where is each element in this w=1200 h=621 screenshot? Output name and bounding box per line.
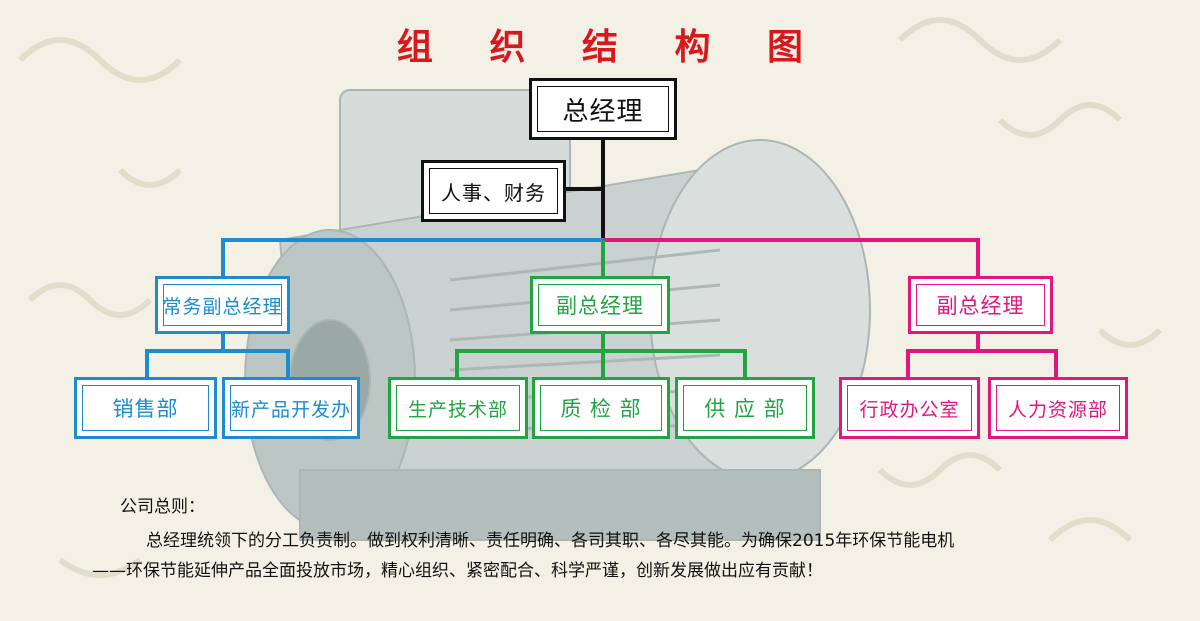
connector-blue-down: [221, 238, 225, 278]
connector-blue-newproduct: [286, 349, 290, 377]
node-production-tech: 生产技术部: [388, 377, 528, 439]
node-supply: 供 应 部: [675, 377, 815, 439]
connector-green-sub-trunk: [601, 333, 605, 351]
connector-green-down: [601, 240, 605, 278]
connector-blue-horizontal: [221, 238, 603, 242]
node-new-product-label: 新产品开发办: [230, 398, 351, 421]
node-vp-center: 副总经理: [530, 276, 670, 334]
connector-blue-sub-horizontal: [145, 349, 290, 353]
connector-green-production: [455, 349, 459, 377]
connector-blue-sub-trunk: [221, 333, 225, 351]
node-vp-executive-label: 常务副总经理: [162, 295, 283, 318]
node-vp-center-label: 副总经理: [556, 294, 644, 318]
node-quality: 质 检 部: [532, 377, 670, 439]
node-quality-label: 质 检 部: [560, 397, 642, 421]
rules-paragraph-2: ——环保节能延伸产品全面投放市场，精心组织、紧密配合、科学严谨，创新发展做出应有…: [92, 561, 823, 581]
node-hr-finance-label: 人事、财务: [441, 180, 546, 205]
connector-pink-down: [976, 238, 980, 278]
connector-pink-sub-horizontal: [906, 349, 1058, 353]
page-title: 组 织 结 构 图: [396, 27, 826, 68]
node-new-product: 新产品开发办: [222, 377, 360, 439]
node-human-resources-label: 人力资源部: [1007, 398, 1108, 421]
node-hr-finance: 人事、财务: [421, 160, 566, 222]
connector-pink-admin: [906, 349, 910, 377]
node-vp-executive: 常务副总经理: [155, 276, 290, 334]
connector-blue-sales: [145, 349, 149, 377]
connector-hr-finance: [565, 187, 603, 191]
rules-heading: 公司总则：: [120, 497, 205, 517]
node-vp-right: 副总经理: [908, 276, 1053, 334]
node-supply-label: 供 应 部: [704, 397, 786, 421]
node-admin-office: 行政办公室: [839, 377, 980, 439]
node-ceo: 总经理: [529, 78, 677, 140]
node-sales-label: 销售部: [112, 397, 179, 421]
connector-ceo-trunk: [601, 140, 605, 240]
node-admin-office-label: 行政办公室: [859, 398, 960, 421]
connector-pink-hr: [1054, 349, 1058, 377]
node-vp-right-label: 副总经理: [936, 294, 1025, 318]
connector-green-quality: [601, 351, 605, 377]
node-sales: 销售部: [74, 377, 217, 439]
connector-pink-sub-trunk: [976, 333, 980, 351]
connector-green-supply: [743, 349, 747, 377]
node-ceo-label: 总经理: [562, 96, 644, 127]
rules-paragraph-1: 总经理统领下的分工负责制。做到权利清晰、责任明确、各司其职、各尽其能。为确保20…: [146, 531, 955, 551]
node-production-tech-label: 生产技术部: [407, 398, 508, 421]
node-human-resources: 人力资源部: [988, 377, 1128, 439]
connector-pink-horizontal: [603, 238, 980, 242]
